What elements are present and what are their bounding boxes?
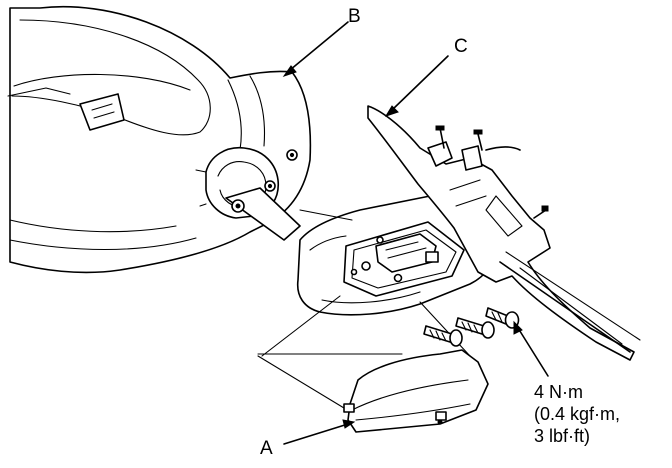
label-b-arrow bbox=[282, 21, 349, 77]
column-cover-b bbox=[7, 5, 312, 274]
torque-spec: 4 N·m (0.4 kgf·m, 3 lbf·ft) bbox=[534, 382, 620, 446]
torque-spec-line-2: (0.4 kgf·m, bbox=[534, 404, 620, 424]
alignment-lines bbox=[257, 209, 471, 409]
torque-arrow bbox=[513, 320, 549, 377]
label-c-arrow bbox=[384, 55, 449, 117]
torque-spec-line-1: 4 N·m bbox=[534, 382, 583, 402]
column-panel-a bbox=[343, 349, 489, 433]
column-bracket-c bbox=[367, 105, 641, 361]
ignition-switch-bracket bbox=[195, 147, 301, 241]
label-c: C bbox=[454, 36, 468, 57]
torque-spec-line-3: 3 lbf·ft) bbox=[534, 426, 590, 446]
screw-2 bbox=[455, 317, 495, 339]
screw-3 bbox=[485, 307, 520, 329]
label-a-arrow bbox=[283, 419, 356, 445]
label-b: B bbox=[348, 6, 361, 27]
screw-1 bbox=[423, 325, 463, 347]
column-cover-lower bbox=[296, 195, 494, 316]
mounting-screws bbox=[423, 307, 520, 347]
label-a: A bbox=[260, 438, 273, 459]
